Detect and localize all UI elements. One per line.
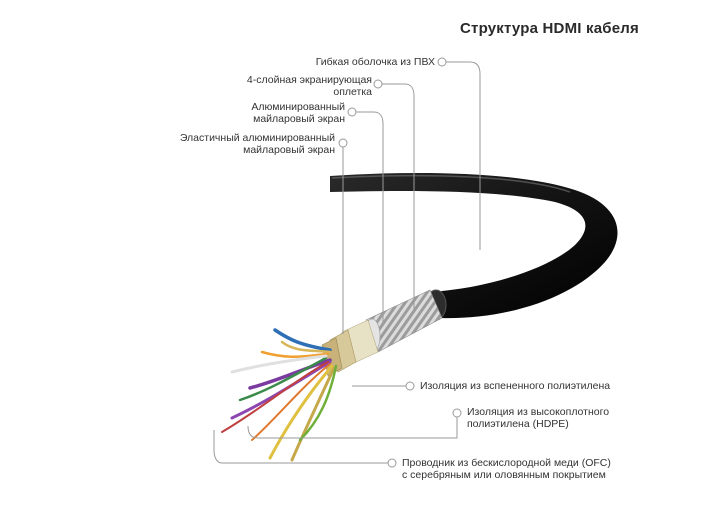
diagram-title: Структура HDMI кабеля — [460, 20, 639, 37]
label-elastic-mylar-line2: майларовый экран — [243, 144, 335, 156]
label-braid: 4-слойная экранирующая оплетка — [215, 74, 372, 98]
label-braid-line2: оплетка — [333, 86, 372, 98]
foil-shape — [321, 319, 379, 377]
label-pvc-jacket: Гибкая оболочка из ПВХ — [290, 56, 435, 68]
label-hdpe-line2: полиэтилена (HDPE) — [467, 418, 569, 430]
pvc-jacket-shape — [330, 172, 618, 321]
braid-shape — [363, 289, 443, 354]
label-al-mylar-line2: майларовый экран — [253, 113, 345, 125]
label-pvc-jacket-text: Гибкая оболочка из ПВХ — [315, 56, 435, 68]
internal-wires — [221, 328, 338, 462]
label-elastic-mylar: Эластичный алюминированный майларовый эк… — [150, 132, 335, 156]
label-braid-line1: 4-слойная экранирующая — [246, 74, 372, 86]
label-al-mylar-line1: Алюминированный — [251, 101, 345, 113]
label-hdpe: Изоляция из высокоплотного полиэтилена (… — [467, 406, 609, 430]
label-ofc: Проводник из бескислородной меди (OFC) с… — [402, 457, 611, 481]
label-foam-pe-text: Изоляция из вспененного полиэтилена — [420, 380, 611, 392]
label-al-mylar: Алюминированный майларовый экран — [205, 101, 345, 125]
label-foam-pe: Изоляция из вспененного полиэтилена — [420, 380, 610, 392]
label-ofc-line1: Проводник из бескислородной меди (OFC) — [402, 457, 611, 469]
label-elastic-mylar-line1: Эластичный алюминированный — [179, 132, 335, 144]
leader-lines — [213, 57, 481, 468]
label-hdpe-line1: Изоляция из высокоплотного — [467, 406, 610, 418]
label-ofc-line2: с серебряным или оловянным покрытием — [402, 469, 606, 481]
